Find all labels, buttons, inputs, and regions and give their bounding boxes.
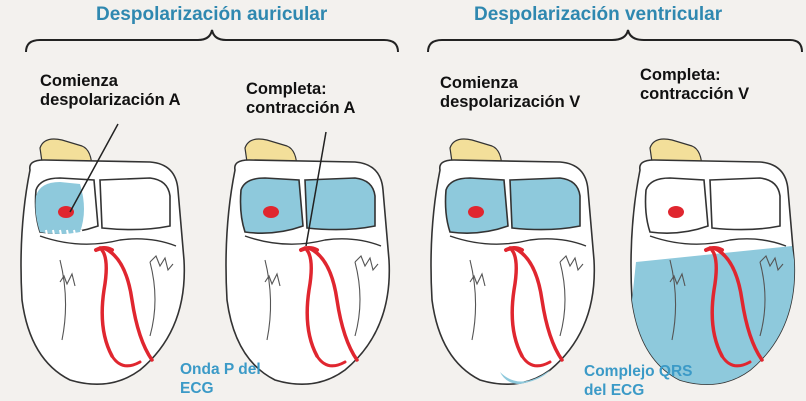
ventricle-apex-depolarized <box>500 370 550 384</box>
qrs-complex-label: Complejo QRS del ECG <box>584 363 693 399</box>
pointer-line-1 <box>69 123 119 213</box>
atrium-partial-depolarization <box>35 182 84 234</box>
pointer-line-2 <box>305 131 327 247</box>
right-bundle-branch <box>307 246 359 362</box>
purkinje-fibers <box>110 354 142 368</box>
purkinje-fibers <box>720 354 752 368</box>
ventricular-brace <box>427 29 803 53</box>
right-atrium <box>239 177 304 234</box>
ventricular-depolarization-heading: Despolarización ventricular <box>474 4 723 25</box>
sinoatrial-node <box>58 206 74 218</box>
heart-panel-2 <box>225 138 391 386</box>
heart-panel-4 <box>630 138 796 386</box>
purkinje-fibers <box>315 354 347 368</box>
av-node <box>94 246 114 252</box>
purkinje-fibers <box>520 354 552 368</box>
p-wave-label: Onda P del ECG <box>180 361 261 397</box>
heart-panel-3 <box>430 138 596 386</box>
sinoatrial-node <box>668 206 684 218</box>
left-bundle-branch <box>303 246 319 358</box>
left-atrium <box>509 177 581 231</box>
left-bundle-branch <box>508 246 524 358</box>
atrial-depolarization-heading: Despolarización auricular <box>96 4 328 25</box>
panel-label-ventricular-start: Comienza despolarización V <box>440 74 581 111</box>
right-bundle-branch <box>102 246 154 362</box>
av-node <box>299 246 319 252</box>
heart-panel-1 <box>20 138 186 386</box>
panel-label-atrial-complete: Completa: contracción A <box>246 80 356 117</box>
sinoatrial-node <box>263 206 279 218</box>
av-node <box>704 246 724 252</box>
panel-label-atrial-start: Comienza despolarización A <box>40 72 181 109</box>
atrial-brace <box>25 29 399 53</box>
panel-label-ventricular-complete: Completa: contracción V <box>640 66 750 103</box>
right-atrium <box>444 177 509 234</box>
right-bundle-branch <box>512 246 564 362</box>
right-atrium <box>644 177 709 234</box>
sinoatrial-node <box>468 206 484 218</box>
left-bundle-branch <box>98 246 114 358</box>
av-node <box>504 246 524 252</box>
left-atrium <box>304 177 376 231</box>
left-atrium <box>99 177 171 231</box>
left-atrium <box>709 177 781 231</box>
left-bundle-branch <box>708 246 724 358</box>
right-bundle-branch <box>712 246 764 362</box>
